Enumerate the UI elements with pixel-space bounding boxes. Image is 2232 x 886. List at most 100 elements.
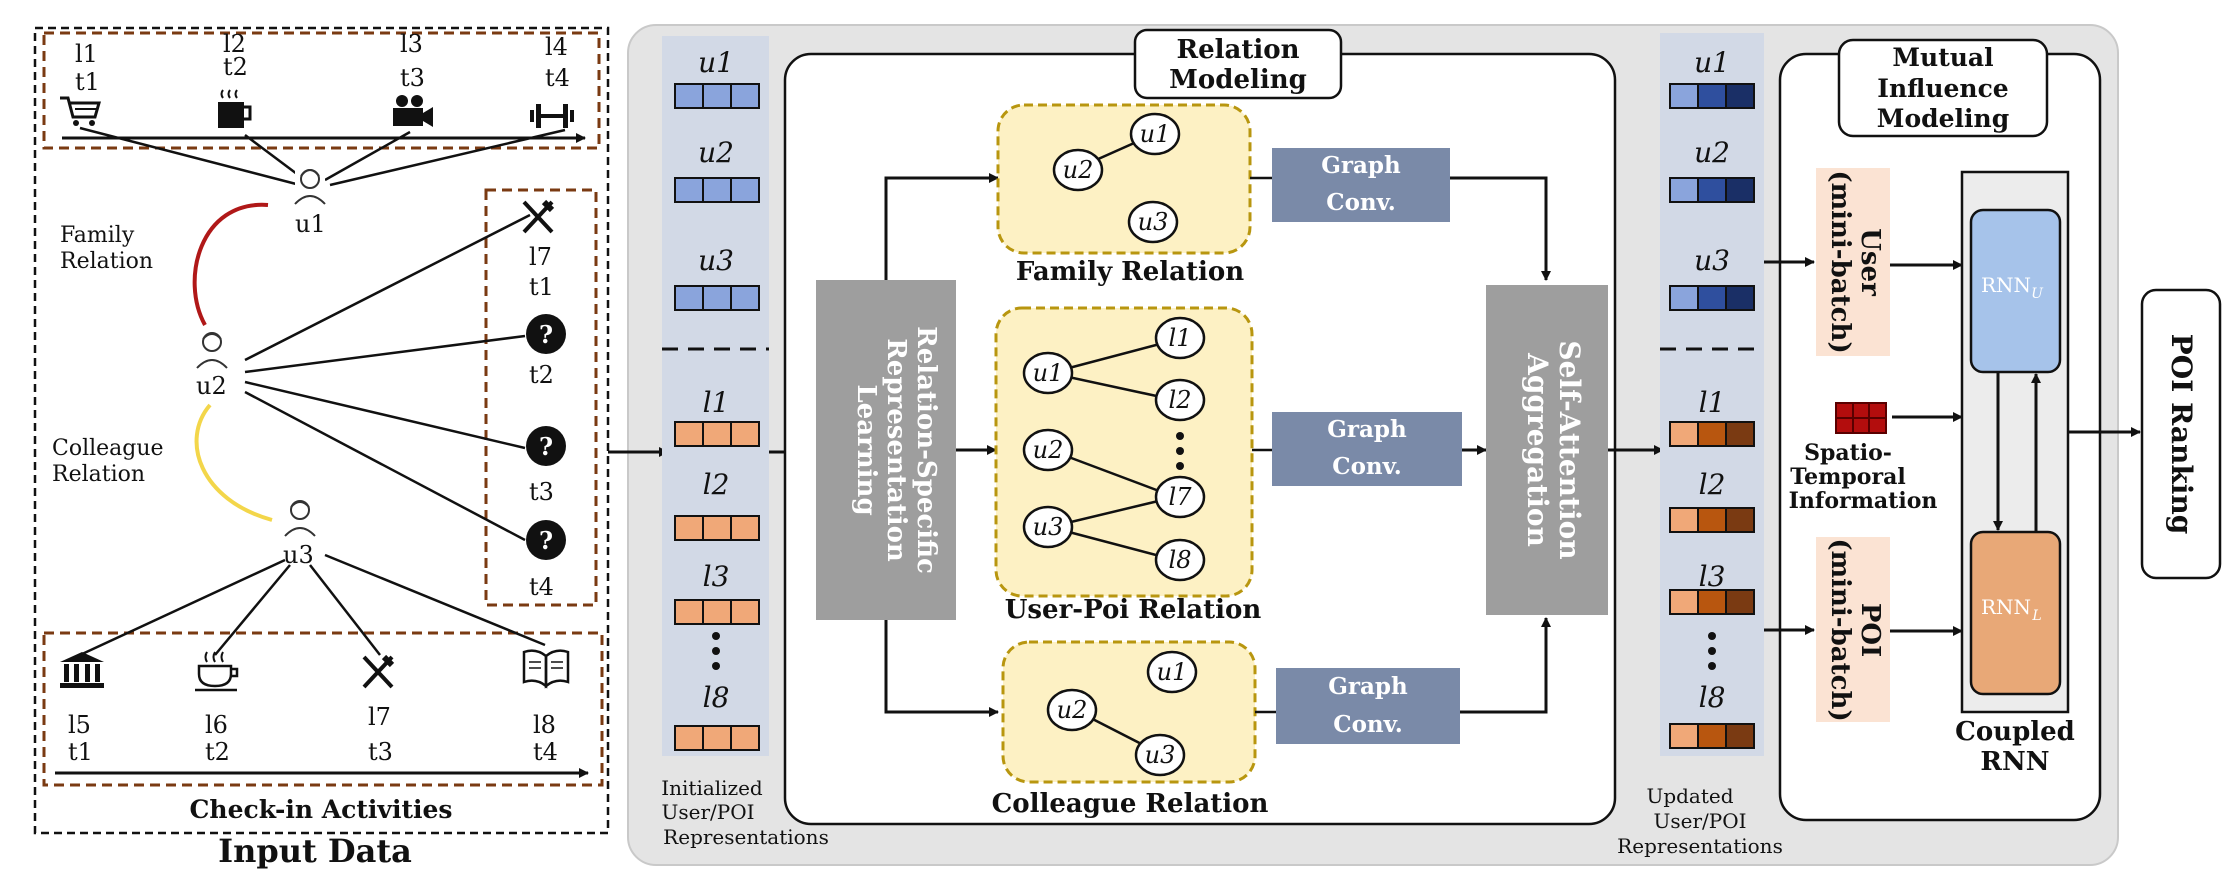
top-loc-3: l3 xyxy=(400,30,423,58)
bottom-time-4: t4 xyxy=(533,738,558,766)
poi-batch-text-2: (mini-batch) xyxy=(1825,538,1855,721)
relation-modeling-title-2: Modeling xyxy=(1169,65,1307,95)
updated-poi-vector-4 xyxy=(1669,723,1755,749)
bottom-loc-4: l8 xyxy=(533,711,556,739)
userpoi-node-l7 xyxy=(1154,475,1206,519)
updated-user-vector-3 xyxy=(1669,285,1755,311)
bottom-loc-2: l6 xyxy=(205,711,228,739)
init-caption-2: User/POI xyxy=(661,800,754,824)
input-data-title: Input Data xyxy=(218,832,412,870)
family-relation-label-1: Family xyxy=(60,223,135,248)
colleague-node-u1 xyxy=(1146,650,1198,694)
graph-conv-userpoi: Graph Conv. xyxy=(1272,412,1462,486)
family-to-agg-arrow xyxy=(1450,176,1551,281)
family-node-u2-label: u2 xyxy=(1063,156,1094,184)
learning-text-2: Representation xyxy=(881,338,911,562)
init-poi-label-2: l2 xyxy=(703,468,730,501)
spatio-text-2: Temporal xyxy=(1790,464,1905,490)
graph-conv-colleague-text-2: Conv. xyxy=(1333,711,1402,738)
mutual-title-3: Modeling xyxy=(1877,104,2009,133)
bottom-loc-3: l7 xyxy=(368,703,391,731)
userpoi-node-l2 xyxy=(1154,378,1206,422)
spatio-text-1: Spatio- xyxy=(1804,440,1892,466)
top-loc-4: l4 xyxy=(545,33,568,61)
userpoi-node-u2 xyxy=(1022,428,1074,472)
family-relation-label: Family Relation xyxy=(1016,257,1244,287)
user-avatar-u3 xyxy=(284,498,316,538)
userpoi-l8-label: l8 xyxy=(1169,546,1192,574)
video-camera-icon xyxy=(393,95,433,127)
right-loc-1: l7 xyxy=(529,243,552,271)
top-loc-2: l2 xyxy=(223,30,246,58)
top-time-1: t1 xyxy=(75,68,100,96)
upd-user-label-3: u3 xyxy=(1694,244,1730,277)
bottom-loc-1: l5 xyxy=(68,711,91,739)
user-minibatch-box: User (mini-batch) xyxy=(1816,168,1890,356)
colleague-relation-graph: u1 u2 u3 xyxy=(1001,640,1257,784)
right-time-1: t1 xyxy=(529,273,554,301)
aggregation-text-2: Aggregation xyxy=(1521,352,1554,547)
family-node-u3 xyxy=(1127,200,1179,244)
upd-caption-1: Updated xyxy=(1646,784,1733,808)
init-user-label-3: u3 xyxy=(698,244,734,277)
upd-poi-label-1: l1 xyxy=(1699,386,1726,419)
graph-conv-family-text-1: Graph xyxy=(1321,152,1401,179)
upd-caption-3: Representations xyxy=(1617,834,1783,858)
init-poi-label-4: l8 xyxy=(703,681,730,714)
question-icon: ? xyxy=(526,314,566,354)
fork-knife-icon xyxy=(522,199,555,234)
u3-checkin-lines xyxy=(79,553,546,657)
updated-poi-vector-1 xyxy=(1669,421,1755,447)
graph-conv-family: Graph Conv. xyxy=(1272,148,1450,222)
colleague-node-u2 xyxy=(1046,688,1098,732)
user-label-u3: u3 xyxy=(283,541,314,569)
coupled-rnn-label-1: Coupled xyxy=(1955,717,2075,747)
user-label-u1: u1 xyxy=(295,210,326,238)
input-data-panel: l1 t1 l2 t2 l3 t3 l4 t4 xyxy=(33,26,610,870)
init-poi-vector-2 xyxy=(674,515,760,541)
poi-ranking-text: POI Ranking xyxy=(2165,334,2198,535)
rnn-u-text: RNN xyxy=(1981,273,2031,297)
top-loc-1: l1 xyxy=(75,40,98,68)
init-user-vector-3 xyxy=(674,285,760,311)
userpoi-l7-label: l7 xyxy=(1169,483,1193,511)
learning-text-3: Learning xyxy=(851,384,881,515)
rnn-u-subscript: U xyxy=(2031,286,2044,302)
userpoi-l2-label: l2 xyxy=(1169,386,1192,414)
svg-text:?: ? xyxy=(539,320,553,349)
graph-conv-family-text-2: Conv. xyxy=(1326,189,1395,216)
init-user-vector-2 xyxy=(674,177,760,203)
colleague-to-agg-arrow xyxy=(1460,617,1551,714)
poi-ranking-box: POI Ranking xyxy=(2140,288,2222,580)
colleague-relation-label: Colleague Relation xyxy=(992,789,1269,819)
u2-checkin-lines xyxy=(244,213,531,542)
u1-checkin-lines xyxy=(79,126,566,187)
aggregation-text-1: Self-Attention xyxy=(1553,340,1586,559)
colleague-branch-arrow xyxy=(884,620,999,717)
self-attention-aggregation-box: Self-Attention Aggregation xyxy=(1486,285,1608,615)
svg-text:?: ? xyxy=(539,526,553,555)
userpoi-relation-graph: u1 u2 u3 l1 l2 l7 l8 xyxy=(994,306,1254,598)
graph-conv-colleague: Graph Conv. xyxy=(1276,668,1460,744)
right-time-3: t3 xyxy=(529,478,554,506)
coupled-rnn-label-2: RNN xyxy=(1980,747,2049,777)
upd-poi-label-4: l8 xyxy=(1699,681,1726,714)
rnn-l-text: RNN xyxy=(1981,595,2031,619)
mutual-title-2: Influence xyxy=(1877,74,2008,103)
upd-caption-2: User/POI xyxy=(1653,809,1746,833)
right-time-2: t2 xyxy=(529,361,554,389)
book-icon xyxy=(522,649,570,689)
userpoi-u2-label: u2 xyxy=(1033,436,1064,464)
question-icon: ? xyxy=(526,426,566,466)
upd-poi-label-2: l2 xyxy=(1699,468,1726,501)
coffee-cup-icon xyxy=(195,651,239,692)
question-icon: ? xyxy=(526,520,566,560)
top-time-2: t2 xyxy=(223,53,248,81)
user-avatar-u1 xyxy=(294,168,326,208)
init-poi-vector-4 xyxy=(674,725,760,751)
userpoi-node-l8 xyxy=(1154,538,1206,582)
userpoi-u1-label: u1 xyxy=(1033,359,1064,387)
rnn-l-subscript: L xyxy=(2031,608,2041,624)
colleague-relation-label-1: Colleague xyxy=(52,436,164,461)
